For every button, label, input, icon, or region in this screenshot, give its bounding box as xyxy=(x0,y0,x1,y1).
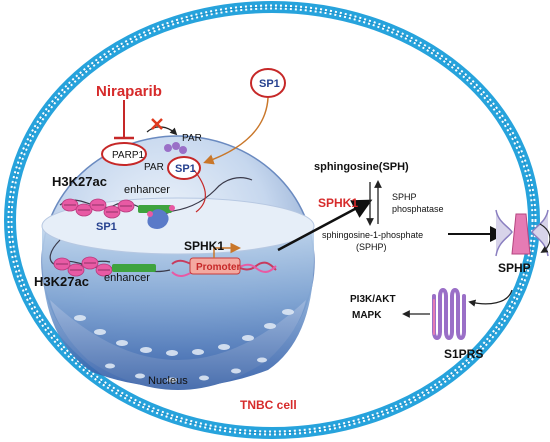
sp1-recruit-arrow xyxy=(203,97,269,165)
enhancer-bottom-label: enhancer xyxy=(104,272,150,284)
histone-cluster-top xyxy=(61,198,135,219)
par-top-label: PAR xyxy=(182,133,202,144)
sp1-enhancer-label: SP1 xyxy=(96,221,117,233)
par-beads xyxy=(164,142,187,154)
par-left-label: PAR xyxy=(144,162,164,173)
enhancer-bar-bottom xyxy=(112,264,156,272)
h3k27ac-top-label: H3K27ac xyxy=(52,174,107,189)
sph-label: sphingosine(SPH) xyxy=(314,161,409,173)
sp1-top-protein xyxy=(203,68,286,165)
sphp-phosphatase-label-2: phosphatase xyxy=(392,204,444,214)
promoter-label: Promoter xyxy=(196,262,241,273)
mapk-label: MAPK xyxy=(352,310,382,321)
sphp-phosphatase-label-1: SPHP xyxy=(392,192,417,202)
nuclear-pores xyxy=(74,309,294,383)
sphk1-enzyme-label: SPHK1 xyxy=(318,196,358,210)
s1p-label-2: (SPHP) xyxy=(356,242,387,252)
block-x-icon xyxy=(151,118,163,130)
export-arrow xyxy=(277,199,373,252)
sphp-out-label: SPHP xyxy=(498,261,531,275)
parylation-arrow xyxy=(146,126,178,136)
sp1-tether xyxy=(193,169,206,213)
parp1-complex xyxy=(101,100,206,213)
parp1-label: PARP1 xyxy=(112,150,144,161)
sp1-circle-label: SP1 xyxy=(175,163,196,175)
sp1-top-label: SP1 xyxy=(259,78,280,90)
s1p-label-1: sphingosine-1-phosphate xyxy=(322,230,423,240)
sphp-transporter xyxy=(495,209,550,257)
cell-membrane xyxy=(4,1,540,439)
nucleus-label: Nucleus xyxy=(148,375,188,387)
s1prs-receptor xyxy=(432,288,466,340)
sphp-to-receptor-arrow xyxy=(468,289,513,307)
promoter-box xyxy=(189,257,241,275)
sphk1-gene-helix xyxy=(171,242,277,277)
tnbc-cell-label: TNBC cell xyxy=(240,398,297,412)
enhancer-top-label: enhancer xyxy=(124,184,170,196)
histone-cluster-bottom xyxy=(53,256,113,277)
reaction-arrows xyxy=(366,180,382,226)
sphk1-gene-label: SPHK1 xyxy=(184,239,224,253)
s1prs-label: S1PRS xyxy=(444,347,483,361)
pi3k-label: PI3K/AKT xyxy=(350,294,396,305)
niraparib-label: Niraparib xyxy=(96,83,162,100)
h3k27ac-bottom-label: H3K27ac xyxy=(34,274,89,289)
sp1-enhancer-protein xyxy=(147,205,175,229)
